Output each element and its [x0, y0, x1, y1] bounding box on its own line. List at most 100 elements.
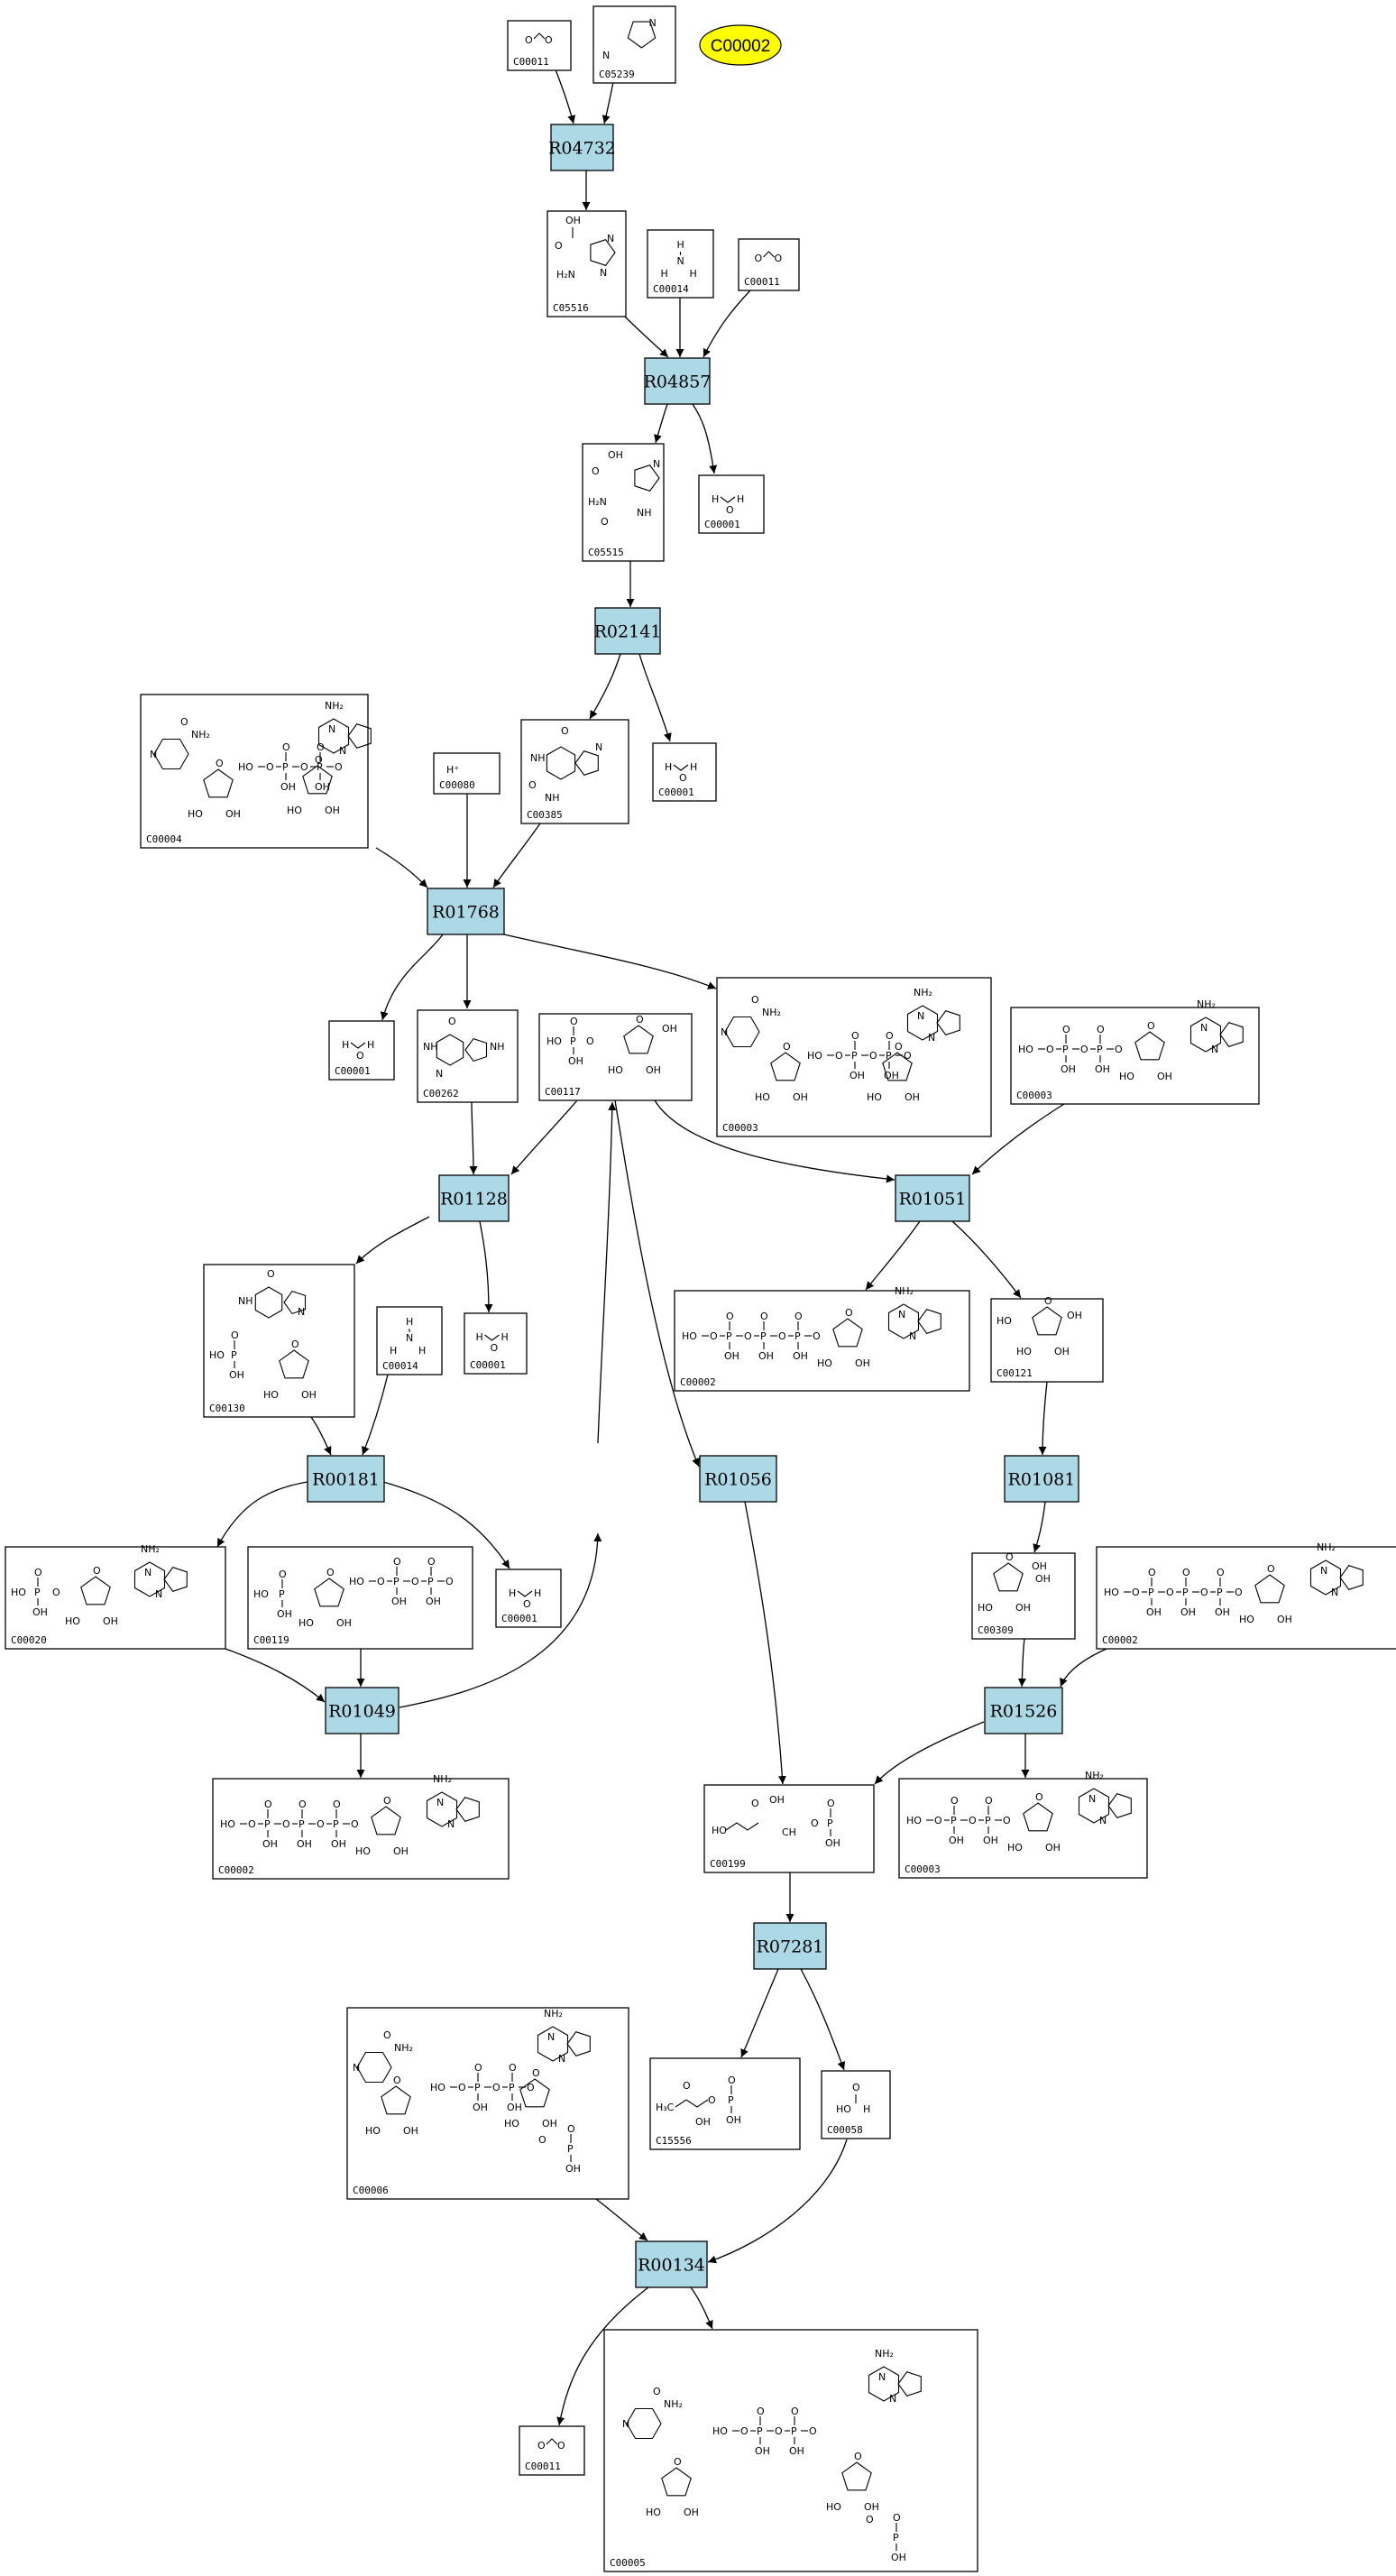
reaction-node[interactable]: R01768 [427, 888, 505, 935]
svg-text:P: P [827, 1817, 833, 1829]
svg-text:CH: CH [782, 1826, 796, 1838]
svg-text:H: H [509, 1587, 516, 1599]
edge-arrow [355, 1216, 430, 1265]
reaction-node[interactable]: R01056 [699, 1455, 777, 1503]
edge-arrow [692, 403, 718, 474]
svg-text:H: H [677, 239, 684, 251]
highlight-compound-badge[interactable]: C00002 [699, 24, 782, 66]
svg-text:HO: HO [712, 2425, 728, 2437]
svg-text:P: P [1217, 1587, 1223, 1598]
reaction-node[interactable]: R00134 [635, 2240, 708, 2288]
reaction-node[interactable]: R07281 [753, 1922, 827, 1970]
svg-text:OH: OH [301, 1389, 317, 1401]
reaction-node[interactable]: R04857 [644, 357, 712, 405]
edge-arrow [971, 1103, 1065, 1175]
svg-text:O: O [445, 1576, 454, 1587]
reaction-box [644, 357, 711, 405]
svg-text:P: P [985, 1815, 991, 1826]
svg-text:HO: HO [1007, 1842, 1023, 1854]
reaction-node[interactable]: R02141 [594, 607, 662, 655]
svg-text:O: O [427, 1556, 436, 1568]
compound-box [495, 1569, 562, 1628]
svg-text:HO: HO [646, 2507, 661, 2518]
edge-arrow [492, 823, 541, 888]
compound-box [649, 2057, 801, 2150]
compound-node[interactable]: H⁺C00080 [433, 752, 501, 795]
edge-arrow [225, 1648, 326, 1703]
svg-text:O: O [555, 240, 563, 252]
svg-text:P: P [951, 1815, 957, 1826]
reaction-box [438, 1174, 510, 1222]
svg-text:OH: OH [325, 805, 340, 816]
svg-text:H: H [665, 761, 672, 773]
reaction-node[interactable]: R01081 [1004, 1455, 1079, 1503]
reaction-node[interactable]: R00181 [307, 1455, 385, 1503]
reaction-node[interactable]: R01049 [325, 1687, 400, 1734]
svg-text:O: O [34, 1567, 42, 1578]
svg-text:O: O [383, 1795, 391, 1807]
compound-id: C00014 [653, 283, 689, 295]
compound-id: C00011 [525, 2461, 561, 2472]
svg-text:N: N [1088, 1793, 1096, 1805]
reaction-node[interactable]: R01051 [895, 1174, 970, 1222]
reaction-node[interactable]: R01128 [438, 1174, 510, 1222]
svg-text:OH: OH [684, 2507, 699, 2518]
svg-text:O: O [775, 2425, 783, 2437]
svg-text:HO: HO [906, 1815, 922, 1826]
svg-text:O: O [557, 2440, 565, 2452]
svg-text:O: O [527, 2082, 535, 2093]
reaction-box [984, 1687, 1063, 1734]
svg-text:HO: HO [755, 1091, 770, 1103]
svg-text:P: P [282, 761, 289, 773]
svg-text:O: O [266, 761, 274, 773]
svg-text:P: P [333, 1818, 339, 1830]
reaction-node[interactable]: R01526 [984, 1687, 1063, 1734]
svg-text:HO: HO [807, 1050, 822, 1062]
reaction-node[interactable]: R04732 [548, 124, 616, 171]
svg-text:OH: OH [393, 1845, 409, 1857]
svg-text:HO: HO [1119, 1071, 1134, 1082]
svg-text:O: O [653, 2386, 661, 2397]
svg-text:N: N [607, 233, 614, 244]
svg-text:OH: OH [755, 2445, 770, 2457]
edge-arrow [380, 934, 444, 1021]
svg-text:OH: OH [262, 1838, 278, 1850]
